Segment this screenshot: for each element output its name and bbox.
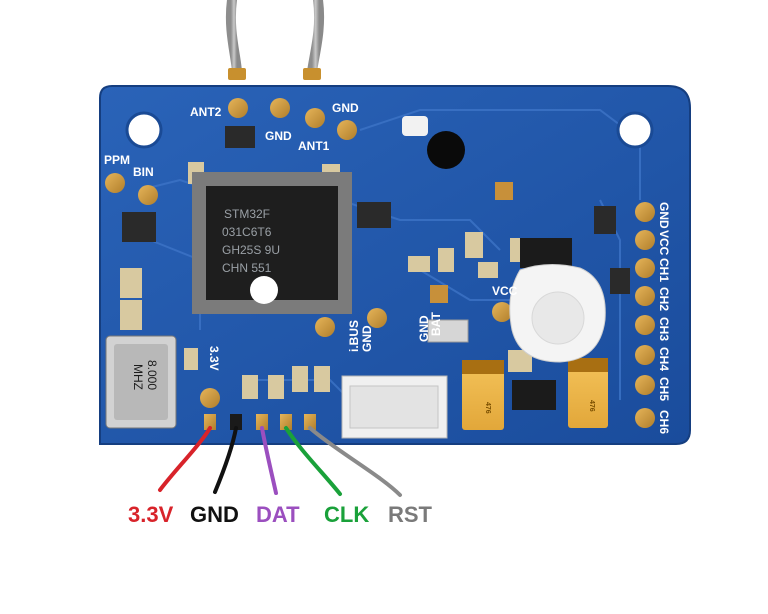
crystal-marking-1: 8.000 <box>145 360 159 390</box>
wire-label-3v3: 3.3V <box>128 502 174 527</box>
label-vcc-small: VCC <box>492 284 518 298</box>
crystal-oscillator: 8.000 MHZ <box>105 335 177 429</box>
label-gnd-bat: GND <box>417 315 431 342</box>
tantalum-capacitor: 476 <box>462 360 504 430</box>
mounting-hole-icon <box>616 111 654 149</box>
label-header-ch4: CH4 <box>657 347 671 371</box>
crystal-marking-2: MHZ <box>131 364 145 390</box>
wire-labels: 3.3V GND DAT CLK RST <box>128 502 433 527</box>
label-bin: BIN <box>133 165 154 179</box>
label-header-gnd: GND <box>657 202 671 229</box>
smd-components <box>120 126 630 410</box>
solder-pads <box>105 98 655 430</box>
label-bat: BAT <box>429 312 443 336</box>
wire-label-gnd: GND <box>190 502 239 527</box>
mcu-chip: STM32F 031C6T6 GH25S 9U CHN 551 <box>192 172 352 314</box>
label-gnd-ant-right: GND <box>332 101 359 115</box>
mcu-marking-2: 031C6T6 <box>222 225 272 239</box>
antenna-wire-icon <box>225 0 325 80</box>
label-gnd-ant-left: GND <box>265 129 292 143</box>
label-ppm: PPM <box>104 153 130 167</box>
label-ant2: ANT2 <box>190 105 222 119</box>
label-3v3: 3.3V <box>207 346 221 371</box>
tantalum-capacitor: 476 <box>568 358 608 428</box>
wire-label-dat: DAT <box>256 502 300 527</box>
label-ant1: ANT1 <box>298 139 330 153</box>
wire-label-clk: CLK <box>324 502 369 527</box>
wire-label-rst: RST <box>388 502 433 527</box>
mcu-marking-1: STM32F <box>224 207 270 221</box>
mcu-marking-4: CHN 551 <box>222 261 272 275</box>
mounting-hole-icon <box>125 111 163 149</box>
cap-marking-left: 476 <box>484 402 491 414</box>
bind-button <box>509 264 606 363</box>
label-header-ch3: CH3 <box>657 317 671 341</box>
ibus-connector <box>341 375 448 439</box>
label-header-ch5: CH5 <box>657 377 671 401</box>
swd-wires <box>158 426 402 497</box>
label-ibus: i.BUS <box>347 320 361 352</box>
mcu-marking-3: GH25S 9U <box>222 243 280 257</box>
label-header-ch6: CH6 <box>657 410 671 434</box>
label-gnd-ibus: GND <box>360 325 374 352</box>
silkscreen-labels: ANT2 GND ANT1 GND PPM BIN VCC i.BUS GND … <box>104 101 671 434</box>
cap-marking-right: 476 <box>588 400 595 412</box>
label-header-ch2: CH2 <box>657 287 671 311</box>
label-header-vcc: VCC <box>657 230 671 256</box>
label-header-ch1: CH1 <box>657 258 671 282</box>
